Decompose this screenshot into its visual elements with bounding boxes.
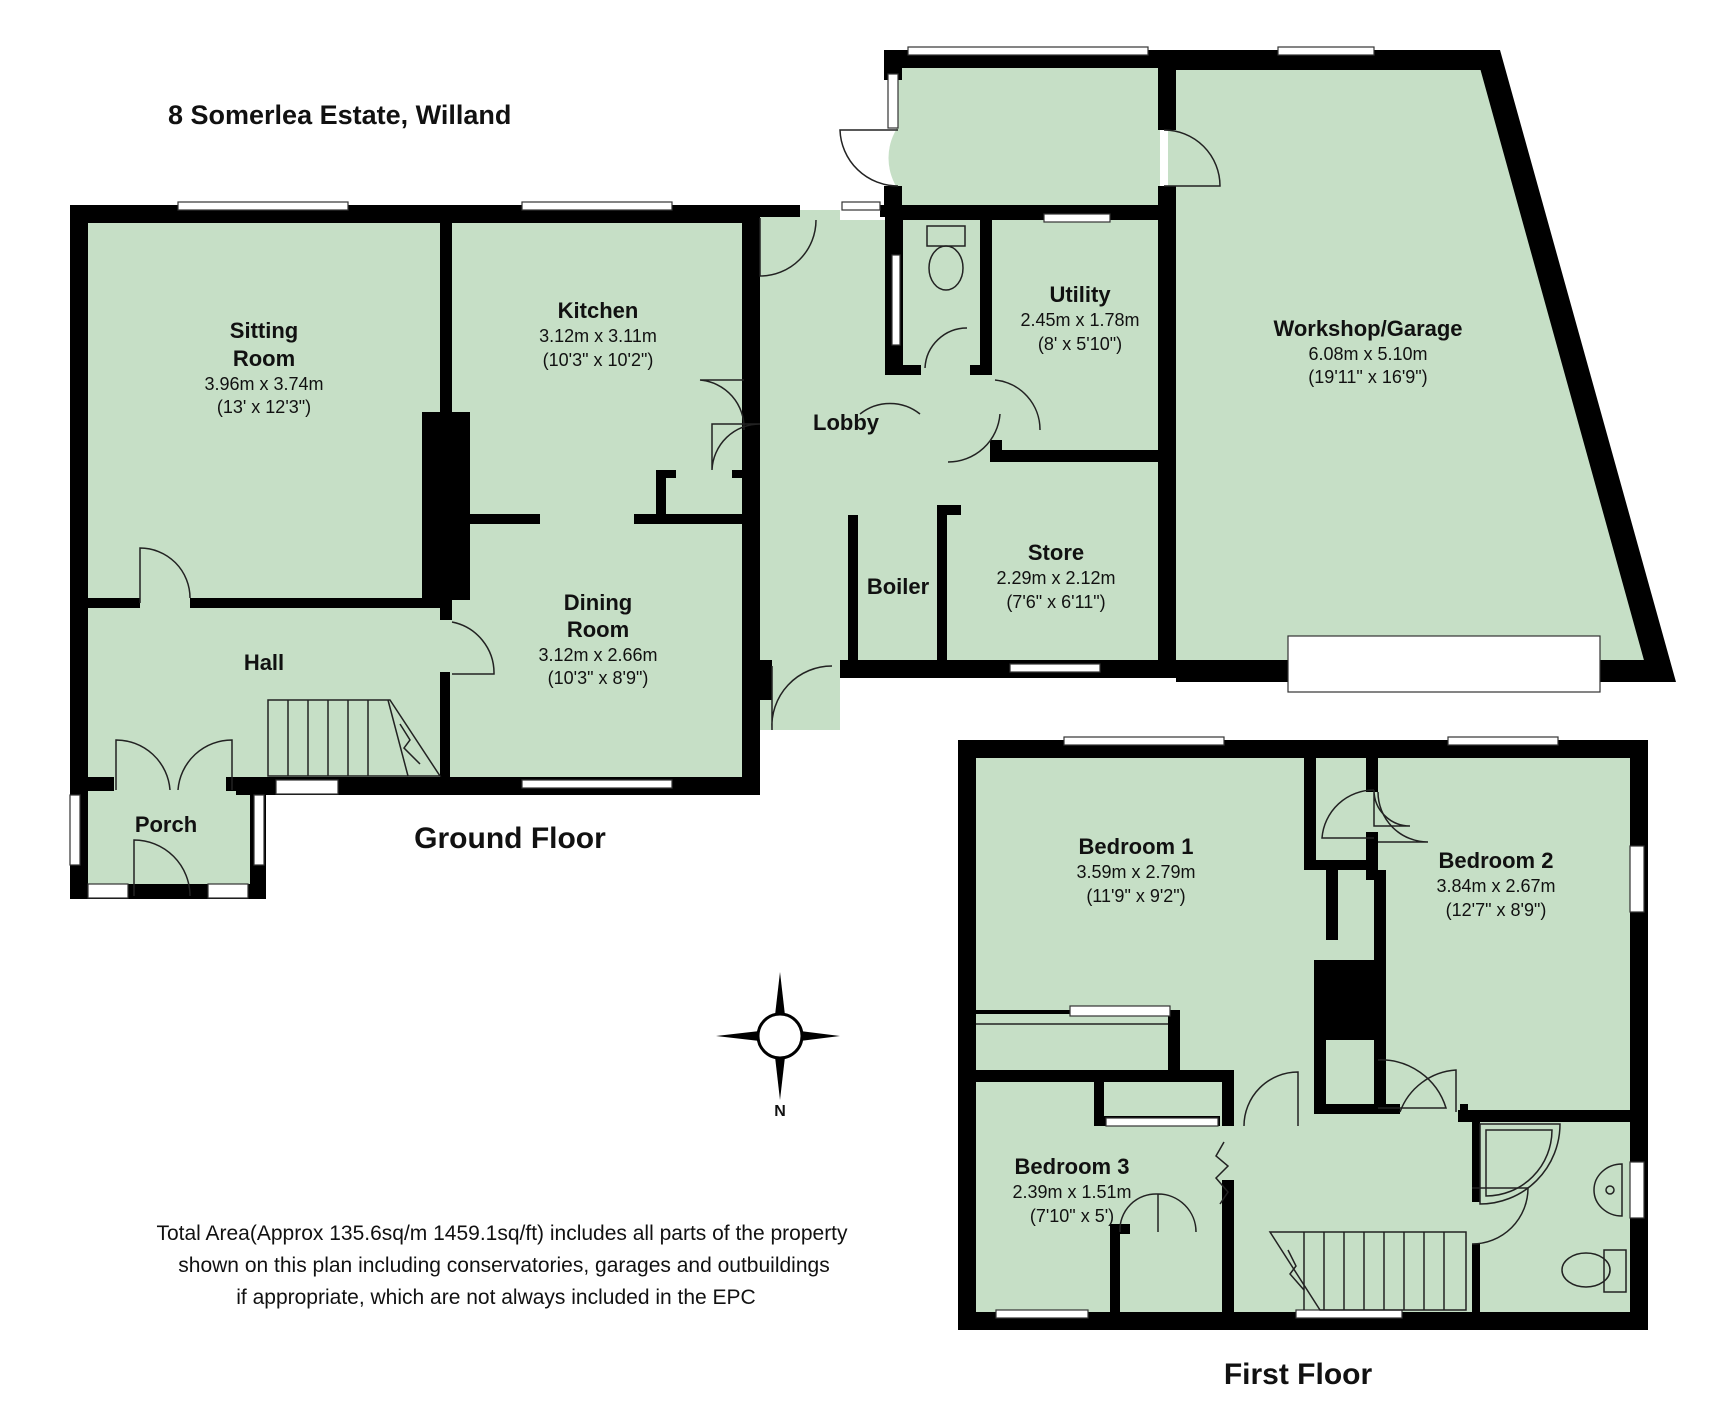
room-label-kitchen: Kitchen 3.12m x 3.11m (10'3" x 10'2") [539,298,657,370]
svg-text:(12'7" x 8'9"): (12'7" x 8'9") [1446,900,1547,920]
svg-text:(10'3" x 10'2"): (10'3" x 10'2") [543,350,654,370]
svg-text:6.08m x 5.10m: 6.08m x 5.10m [1308,344,1427,364]
toilet-icon-first [1561,1249,1627,1293]
property-title: 8 Somerlea Estate, Willand [168,100,511,130]
ground-floor-title: Ground Floor [414,822,606,855]
svg-text:3.84m x 2.67m: 3.84m x 2.67m [1436,876,1555,896]
svg-text:shown on this plan including: shown on this plan including conservator… [178,1254,829,1277]
svg-text:Dining: Dining [564,590,632,615]
ground-windows [69,46,1601,899]
first-stairs [1268,1231,1467,1311]
svg-text:3.12m x 3.11m: 3.12m x 3.11m [539,326,657,346]
svg-text:(7'10" x 5'): (7'10" x 5') [1030,1206,1114,1226]
first-floor-title: First Floor [1224,1358,1373,1391]
svg-text:(19'11" x 16'9"): (19'11" x 16'9") [1308,367,1427,387]
svg-text:2.45m x 1.78m: 2.45m x 1.78m [1020,310,1139,330]
svg-text:Bedroom 3: Bedroom 3 [1015,1154,1130,1179]
svg-text:Store: Store [1028,540,1084,565]
sink-icon [1593,1163,1623,1217]
svg-text:3.96m x 3.74m: 3.96m x 3.74m [204,374,323,394]
svg-text:3.12m x 2.66m: 3.12m x 2.66m [538,645,657,665]
ground-floor-plan [69,46,1676,899]
compass-icon [716,972,840,1100]
svg-text:Room: Room [233,346,295,371]
room-label-lobby: Lobby [813,410,880,435]
svg-text:(11'9" x 9'2"): (11'9" x 9'2") [1086,886,1185,906]
room-label-bed1: Bedroom 1 3.59m x 2.79m (11'9" x 9'2") [1076,834,1195,906]
room-label-bed2: Bedroom 2 3.84m x 2.67m (12'7" x 8'9") [1436,848,1555,920]
room-label-bed3: Bedroom 3 2.39m x 1.51m (7'10" x 5') [1012,1154,1131,1226]
room-label-dining: Dining Room 3.12m x 2.66m (10'3" x 8'9") [538,590,657,688]
svg-text:(10'3" x 8'9"): (10'3" x 8'9") [548,668,649,688]
first-windows [995,736,1645,1319]
svg-text:2.39m x 1.51m: 2.39m x 1.51m [1012,1182,1131,1202]
room-label-workshop: Workshop/Garage 6.08m x 5.10m (19'11" x … [1273,316,1462,387]
svg-text:Kitchen: Kitchen [558,298,639,323]
svg-text:(8' x 5'10"): (8' x 5'10") [1038,334,1122,354]
room-label-porch: Porch [135,812,197,837]
ground-stairs [267,699,442,777]
toilet-icon [926,225,966,291]
compass-north-label: N [774,1103,786,1120]
svg-text:2.29m x 2.12m: 2.29m x 2.12m [996,568,1115,588]
room-label-sitting: Sitting Room 3.96m x 3.74m (13' x 12'3") [204,318,323,417]
room-label-utility: Utility 2.45m x 1.78m (8' x 5'10") [1020,282,1139,354]
room-label-store: Store 2.29m x 2.12m (7'6" x 6'11") [996,540,1115,612]
svg-text:Sitting: Sitting [230,318,298,343]
svg-text:3.59m x 2.79m: 3.59m x 2.79m [1076,862,1195,882]
shower-icon [1479,1123,1561,1205]
svg-text:Room: Room [567,617,629,642]
svg-text:Workshop/Garage: Workshop/Garage [1273,316,1462,341]
svg-text:(13' x 12'3"): (13' x 12'3") [217,397,311,417]
svg-text:(7'6" x 6'11"): (7'6" x 6'11") [1006,592,1105,612]
svg-text:Bedroom 2: Bedroom 2 [1439,848,1554,873]
svg-text:Bedroom 1: Bedroom 1 [1079,834,1194,859]
svg-text:Total Area(Approx 135.6sq/m 14: Total Area(Approx 135.6sq/m 1459.1sq/ft)… [156,1222,848,1245]
room-label-hall: Hall [244,650,284,675]
first-doors [1243,789,1529,1245]
svg-text:Utility: Utility [1049,282,1111,307]
area-note: Total Area(Approx 135.6sq/m 1459.1sq/ft)… [156,1222,848,1309]
first-floor-plan [958,736,1648,1330]
svg-text:if appropriate, which are not: if appropriate, which are not always inc… [236,1286,755,1309]
room-label-boiler: Boiler [867,574,930,599]
ground-doors [115,129,1221,897]
